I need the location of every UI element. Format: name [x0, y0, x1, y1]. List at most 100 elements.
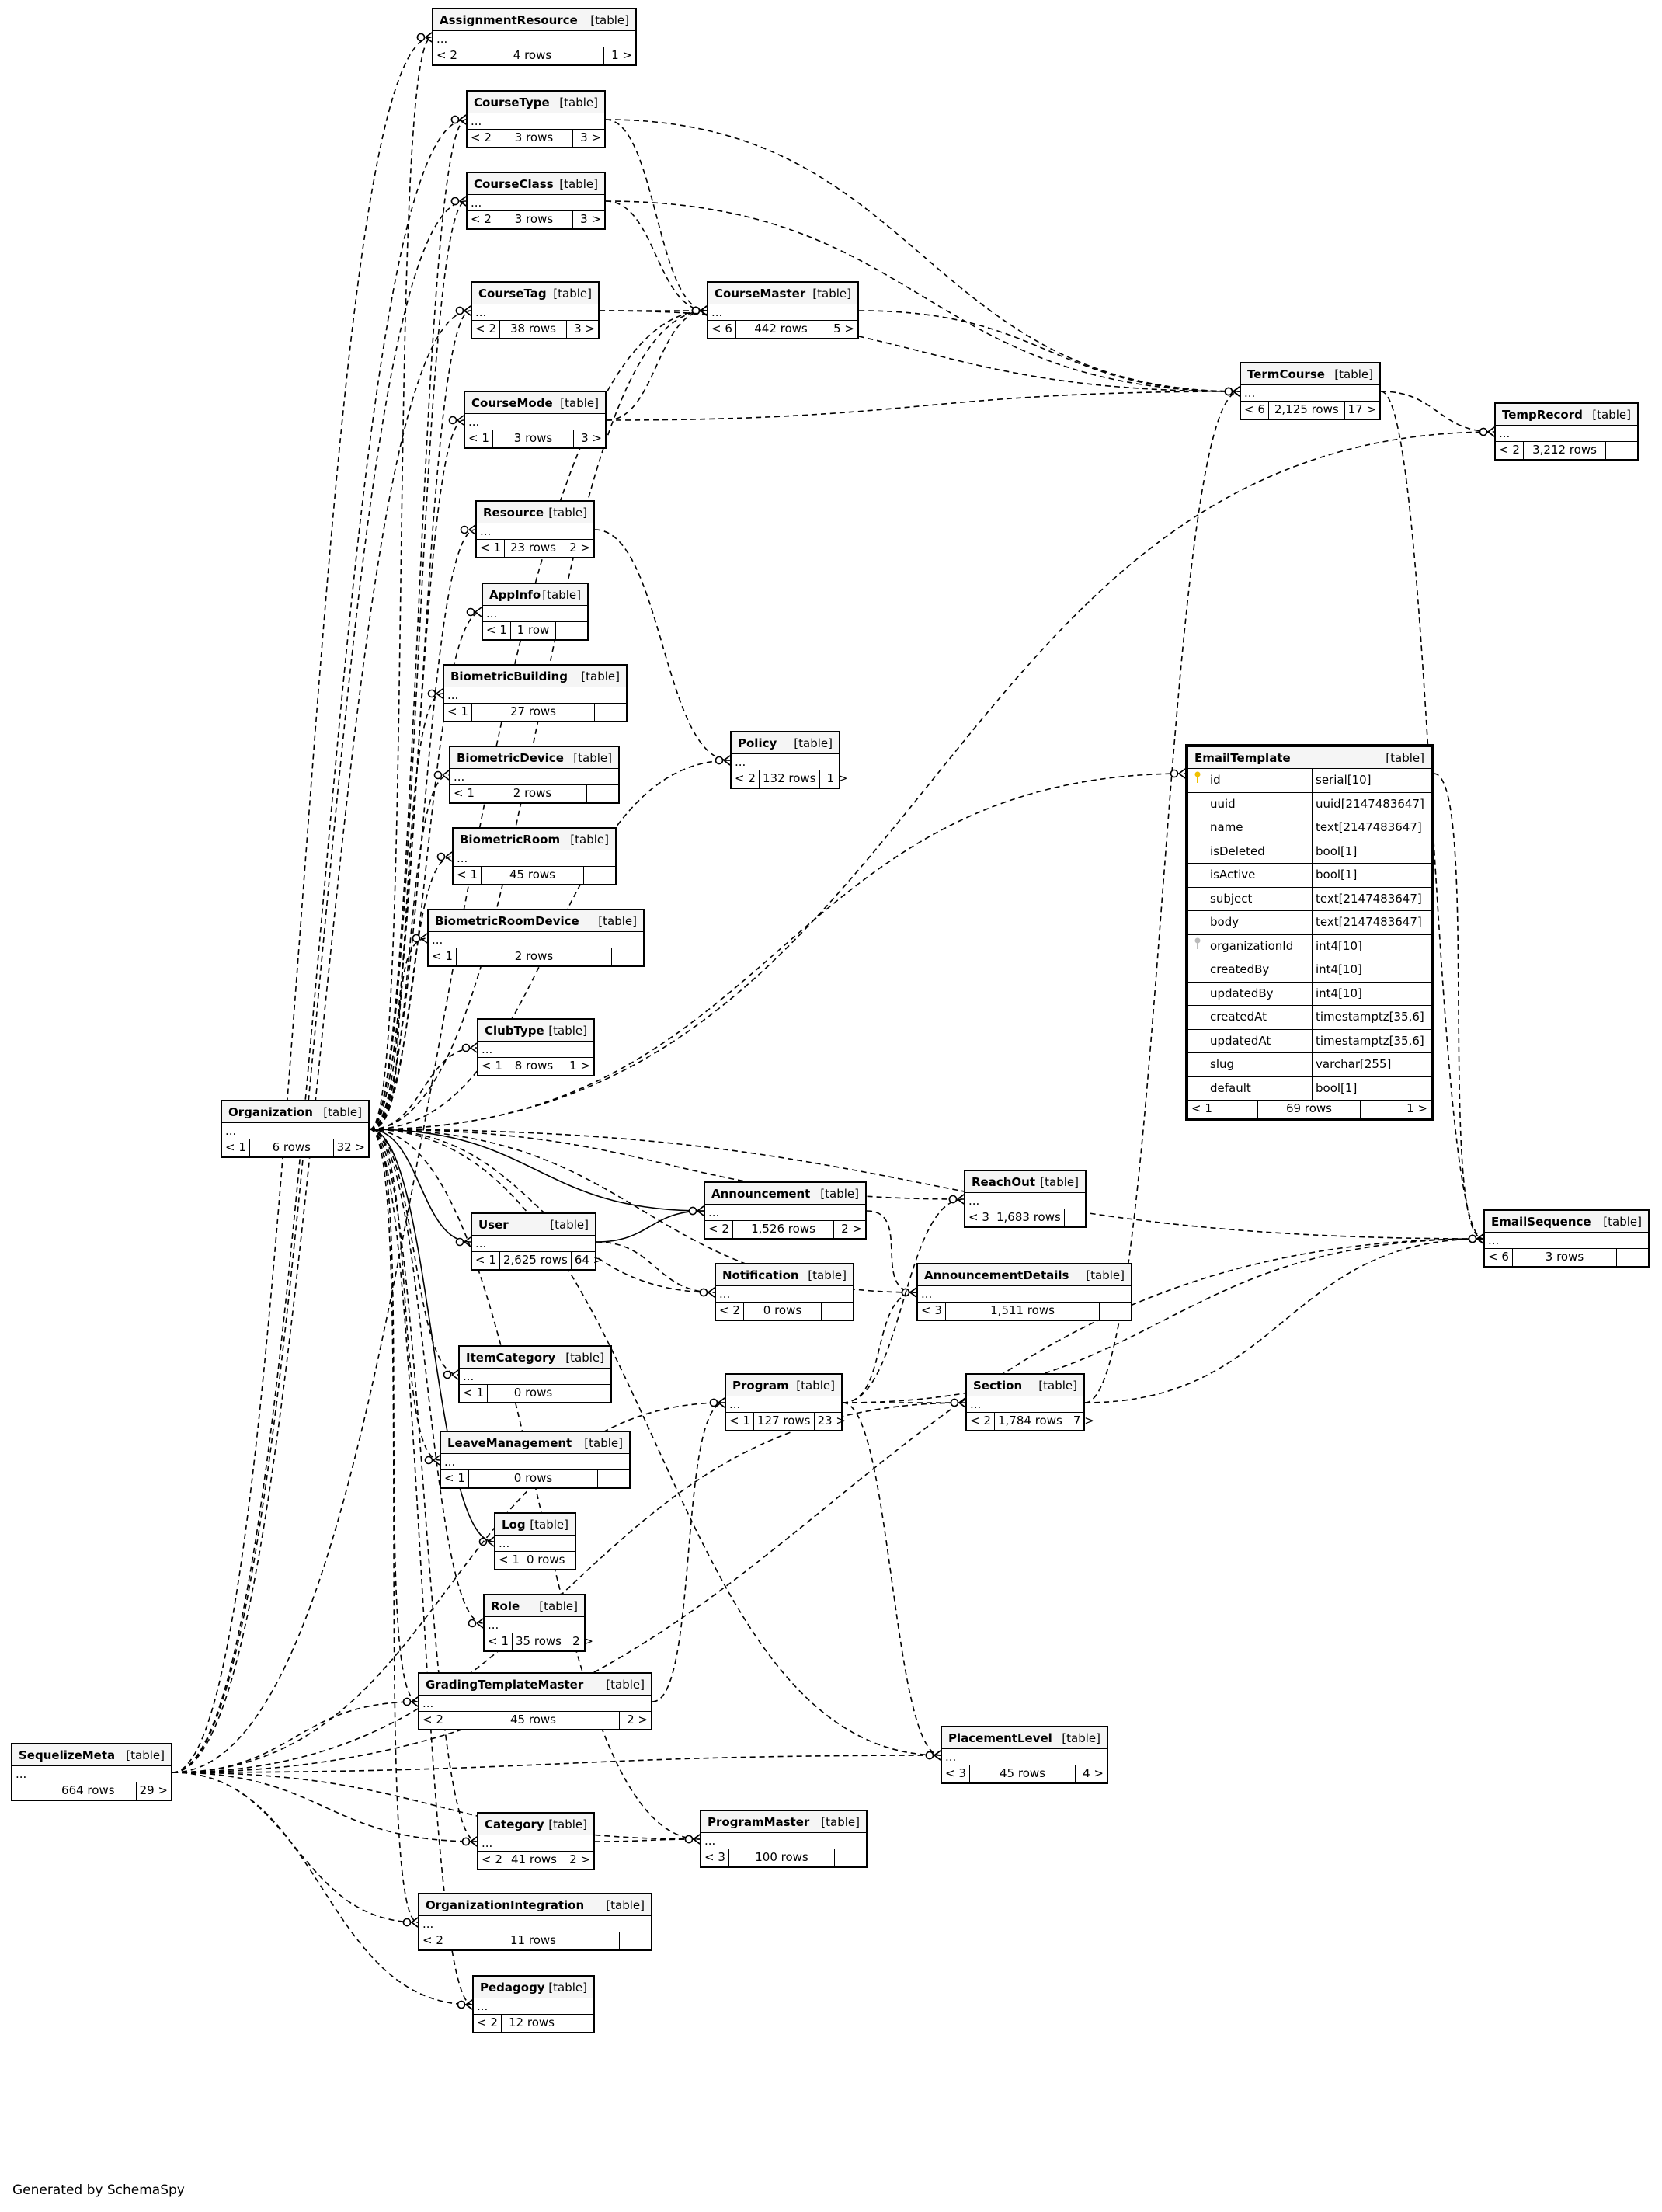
children-link[interactable]: 23 > — [817, 1414, 846, 1428]
columns-collapsed[interactable]: ... — [485, 1617, 584, 1633]
columns-collapsed[interactable]: ... — [705, 1205, 865, 1221]
children-link[interactable] — [584, 867, 615, 884]
parents-link[interactable]: < 1 — [477, 540, 505, 557]
parents-link[interactable]: < 3 — [965, 1209, 993, 1226]
children-link[interactable] — [822, 1303, 853, 1320]
children-link[interactable] — [562, 2015, 593, 2032]
children-link[interactable]: 1 > — [1406, 1101, 1427, 1115]
parents-link[interactable]: < 2 — [468, 211, 495, 228]
children-link[interactable]: 3 > — [580, 212, 601, 226]
parents-link[interactable]: < 1 — [222, 1139, 250, 1156]
children-link[interactable]: 64 > — [574, 1253, 603, 1267]
children-link[interactable]: 7 > — [1073, 1414, 1094, 1428]
columns-collapsed[interactable]: ... — [468, 113, 604, 130]
parents-link[interactable]: < 2 — [419, 1932, 447, 1949]
columns-collapsed[interactable]: ... — [1496, 426, 1637, 442]
columns-collapsed[interactable]: ... — [12, 1766, 171, 1782]
columns-collapsed[interactable]: ... — [918, 1286, 1131, 1303]
children-link[interactable]: 2 > — [572, 1634, 593, 1648]
children-link[interactable]: 2 > — [569, 541, 590, 555]
columns-collapsed[interactable]: ... — [465, 414, 605, 430]
parents-link[interactable]: < 1 — [1188, 1101, 1258, 1118]
parents-link[interactable]: < 6 — [1485, 1249, 1513, 1266]
columns-collapsed[interactable]: ... — [477, 523, 593, 540]
parents-link[interactable] — [12, 1782, 40, 1800]
columns-collapsed[interactable]: ... — [708, 304, 857, 321]
parents-link[interactable]: < 2 — [478, 1852, 506, 1869]
children-link[interactable]: 1 > — [569, 1059, 590, 1073]
children-link[interactable] — [1606, 442, 1637, 459]
columns-collapsed[interactable]: ... — [454, 850, 615, 867]
children-link[interactable] — [620, 1932, 651, 1949]
columns-collapsed[interactable]: ... — [433, 31, 635, 47]
children-link[interactable]: 5 > — [833, 322, 854, 336]
children-link[interactable]: 3 > — [574, 322, 595, 336]
children-link[interactable]: 4 > — [1083, 1766, 1104, 1780]
columns-collapsed[interactable]: ... — [444, 687, 626, 704]
columns-collapsed[interactable]: ... — [478, 1042, 593, 1058]
columns-collapsed[interactable]: ... — [429, 932, 643, 948]
children-link[interactable] — [1617, 1249, 1648, 1266]
children-link[interactable]: 3 > — [581, 431, 602, 445]
children-link[interactable] — [579, 1385, 610, 1402]
columns-collapsed[interactable]: ... — [701, 1833, 866, 1849]
parents-link[interactable]: < 1 — [483, 622, 511, 639]
children-link[interactable] — [568, 1552, 600, 1569]
columns-collapsed[interactable]: ... — [483, 606, 587, 622]
columns-collapsed[interactable]: ... — [441, 1454, 629, 1470]
children-link[interactable]: 2 > — [627, 1713, 648, 1727]
parents-link[interactable]: < 1 — [454, 867, 482, 884]
columns-collapsed[interactable]: ... — [1241, 385, 1379, 402]
columns-collapsed[interactable]: ... — [419, 1696, 651, 1712]
children-link[interactable] — [598, 1470, 629, 1487]
parents-link[interactable]: < 3 — [701, 1849, 729, 1866]
children-link[interactable]: 2 > — [841, 1222, 862, 1236]
children-link[interactable]: 32 > — [336, 1140, 365, 1154]
children-link[interactable] — [587, 785, 618, 802]
columns-collapsed[interactable]: ... — [942, 1749, 1107, 1765]
columns-collapsed[interactable]: ... — [965, 1193, 1085, 1209]
columns-collapsed[interactable]: ... — [716, 1286, 853, 1303]
parents-link[interactable]: < 2 — [474, 2015, 502, 2032]
children-link[interactable] — [595, 704, 626, 721]
parents-link[interactable]: < 1 — [726, 1413, 754, 1430]
parents-link[interactable]: < 2 — [967, 1413, 995, 1430]
parents-link[interactable]: < 1 — [485, 1633, 513, 1650]
columns-collapsed[interactable]: ... — [472, 304, 598, 321]
parents-link[interactable]: < 6 — [1241, 402, 1269, 419]
columns-collapsed[interactable]: ... — [460, 1369, 610, 1385]
parents-link[interactable]: < 2 — [705, 1221, 733, 1238]
parents-link[interactable]: < 2 — [732, 770, 760, 788]
columns-collapsed[interactable]: ... — [474, 1998, 593, 2015]
